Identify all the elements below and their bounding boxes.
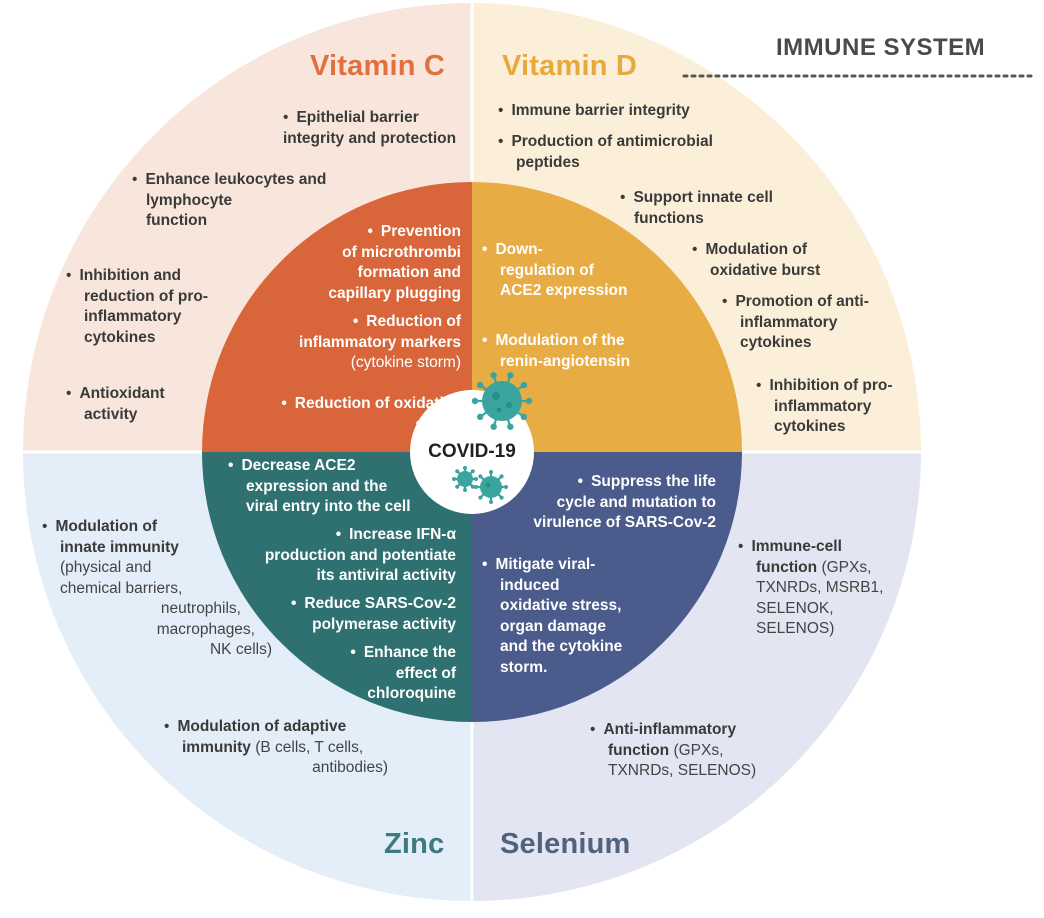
selenium-outer-item: Immune-cell function (GPXs, TXNRDs, MSRB… — [738, 537, 883, 640]
vitamin-d-outer-item: Immune barrier integrity — [498, 101, 689, 122]
vitamin-c-title: Vitamin C — [310, 50, 446, 82]
virus-spike-tip — [478, 495, 483, 500]
zinc-outer-item: Modulation of innate immunity — [42, 517, 178, 558]
vitamin-c-outer-item: Enhance leukocytes and lymphocyte functi… — [132, 170, 326, 232]
virus-spike-tip — [490, 423, 497, 430]
vitamin-d-outer-item: Support innate cell functions — [620, 188, 773, 229]
virus-spike-tip — [463, 466, 467, 470]
virus-spike-tip — [499, 474, 504, 479]
virus-spike-tip — [499, 495, 504, 500]
virus-spike-tip — [455, 469, 460, 474]
virus-spike-tip — [452, 477, 456, 481]
virus-spike-tip — [507, 423, 514, 430]
virus-icon — [474, 470, 508, 504]
virus-spike-tip — [489, 470, 493, 474]
virus-icon — [452, 466, 478, 492]
virus-spike-tip — [471, 397, 479, 405]
virus-spike-tip — [470, 484, 475, 489]
selenium-title: Selenium — [500, 828, 631, 860]
selenium-inner-item: Suppress the life cycle and mutation to … — [498, 472, 716, 534]
vitamin-c-outer-item: Epithelial barrier integrity and protect… — [283, 108, 456, 149]
virus-spike-tip — [520, 381, 528, 389]
vitamin-c-outer-item: Inhibition and reduction of pro- inflamm… — [66, 266, 208, 348]
selenium-inner-item: Mitigate viral- induced oxidative stress… — [482, 555, 622, 678]
virus-spike-tip — [525, 397, 533, 405]
center-circle — [410, 390, 534, 514]
zinc-inner-item: Increase IFN-α production and potentiate… — [229, 525, 456, 587]
vitamin-d-outer-item: Modulation of oxidative burst — [692, 240, 820, 281]
virus-spike-tip — [470, 469, 475, 474]
vitamin-c-inner-item: Reduction of inflammatory markers (cytok… — [262, 312, 461, 374]
diagram-heading: IMMUNE SYSTEM — [776, 34, 986, 61]
virus-spike-tip — [490, 372, 497, 379]
vitamin-c-inner-item: Prevention of microthrombi formation and… — [295, 222, 461, 304]
vitamin-d-outer-item: Promotion of anti- inflammatory cytokine… — [722, 292, 868, 354]
zinc-inner-item: Reduce SARS-Cov-2 polymerase activity — [262, 594, 456, 635]
vitamin-d-inner-quadrant — [472, 182, 742, 452]
covid-19-label: COVID-19 — [428, 441, 516, 462]
virus-spike-tip — [463, 488, 467, 492]
zinc-inner-item: Decrease ACE2 expression and the viral e… — [228, 456, 411, 518]
vitamin-c-outer-item: Antioxidant activity — [66, 384, 164, 425]
vitamin-c-inner-quadrant — [202, 182, 472, 452]
zinc-outer-item: Modulation of adaptive immunity (B cells… — [164, 717, 394, 779]
selenium-inner-quadrant — [472, 452, 742, 722]
virus-spike-tip — [478, 474, 483, 479]
zinc-inner-quadrant — [202, 452, 472, 722]
virus-spike-tip — [507, 372, 514, 379]
virus-spike-tip — [474, 485, 478, 489]
virus-spike-tip — [474, 477, 478, 481]
zinc-title: Zinc — [384, 828, 445, 860]
virus-spike-tip — [489, 500, 493, 504]
virus-spike-tip — [476, 381, 484, 389]
virus-icon — [471, 372, 533, 430]
virus-spike-tip — [455, 484, 460, 489]
vitamin-c-inner-item: Reduction of oxidative stress — [218, 394, 461, 435]
vitamin-d-outer-item: Inhibition of pro- inflammatory cytokine… — [756, 376, 892, 438]
vitamin-d-inner-item: Modulation of the renin-angiotensin — [482, 331, 630, 372]
vitamin-d-outer-item: Production of antimicrobial peptides — [498, 132, 713, 173]
vitamin-d-inner-item: Down- regulation of ACE2 expression — [482, 240, 628, 302]
vitamin-d-title: Vitamin D — [502, 50, 638, 82]
zinc-inner-item: Enhance the effect of chloroquine — [330, 643, 456, 705]
selenium-outer-item: Anti-inflammatory function (GPXs, TXNRDs… — [590, 720, 756, 782]
zinc-outer-item: (physical and chemical barriers, neutrop… — [60, 559, 272, 658]
virus-spike-tip — [476, 413, 484, 421]
virus-spike-tip — [504, 485, 508, 489]
virus-spike-tip — [520, 413, 528, 421]
